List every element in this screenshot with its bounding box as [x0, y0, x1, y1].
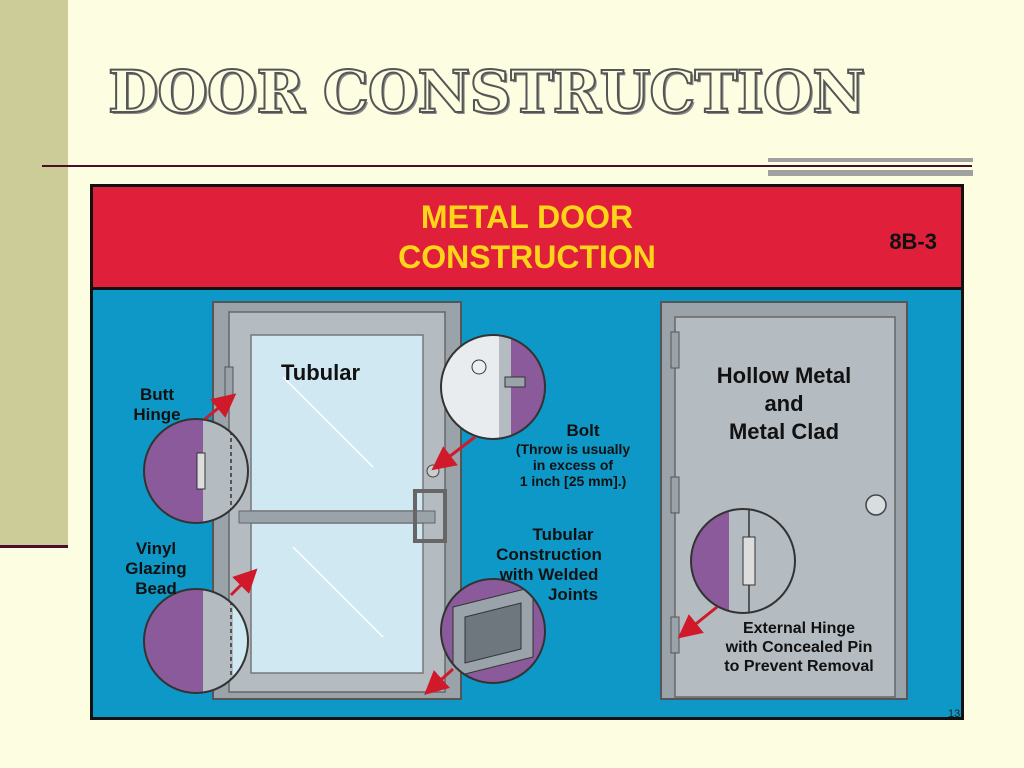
hollow-metal-door	[660, 301, 908, 700]
tubular-construction-label-line3: with Welded	[499, 565, 599, 584]
title-divider	[42, 165, 972, 167]
tubular-door	[212, 301, 462, 700]
slide-title: DOOR CONSTRUCTION	[107, 57, 866, 127]
title-accent-bar-lower	[768, 170, 973, 176]
butt-hinge-label-line1: Butt	[140, 385, 174, 404]
left-decorative-bar	[0, 0, 68, 545]
vinyl-label-line2: Glazing	[125, 559, 187, 578]
hollow-metal-label-line1: Hollow Metal	[716, 363, 852, 388]
callout-arrows	[204, 393, 718, 696]
external-hinge-label-line2: with Concealed Pin	[725, 639, 873, 656]
vinyl-label-line1: Vinyl	[135, 539, 177, 558]
tubular-construction-label-line2: Construction	[496, 545, 602, 564]
diagram-title-line1: METAL DOOR	[420, 199, 634, 235]
tubular-construction-label-line4: Joints	[547, 585, 599, 604]
title-accent-bar	[768, 158, 973, 162]
hollow-metal-label-line2: and	[764, 391, 804, 416]
diagram-title-line2: CONSTRUCTION	[398, 239, 656, 275]
bolt-label-line2: (Throw is usually	[515, 441, 631, 457]
diagram-drawing	[143, 301, 908, 700]
bolt-label-line3: in excess of	[532, 457, 614, 473]
metal-door-diagram: METAL DOOR CONSTRUCTION 8B-3	[90, 184, 964, 720]
bolt-label-line4: 1 inch [25 mm].)	[519, 473, 627, 489]
external-hinge-label-line1: External Hinge	[742, 620, 856, 637]
butt-hinge-label-line2: Hinge	[133, 405, 181, 424]
external-hinge-label-line3: to Prevent Removal	[724, 658, 874, 675]
vinyl-label-line3: Bead	[135, 579, 177, 598]
left-bar-underline	[0, 545, 68, 548]
page-number: 13	[948, 708, 961, 720]
diagram-code: 8B-3	[889, 229, 937, 254]
bolt-label-line1: Bolt	[566, 421, 600, 440]
diagram-header: METAL DOOR CONSTRUCTION 8B-3	[93, 187, 961, 290]
tubular-construction-label-line1: Tubular	[532, 525, 594, 544]
tubular-door-label: Tubular	[281, 360, 361, 385]
hollow-metal-label-line3: Metal Clad	[728, 419, 840, 444]
tubular-joint-detail	[441, 579, 545, 683]
